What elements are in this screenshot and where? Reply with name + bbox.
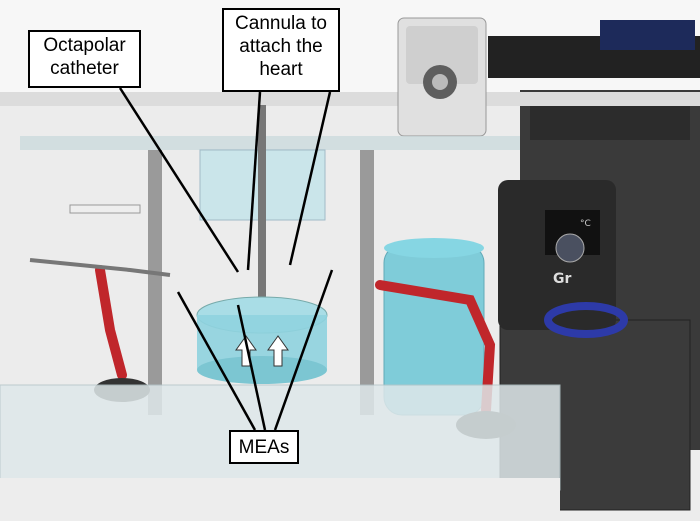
rack-top-plate: [20, 136, 520, 150]
cannula-rod: [258, 105, 266, 305]
callout-octapolar-text: Octapolar catheter: [43, 35, 126, 79]
rack-post-right: [360, 150, 374, 415]
peristaltic-pump: [397, 17, 487, 137]
rack-post-left: [148, 150, 162, 415]
callout-octapolar-catheter: Octapolar catheter: [28, 30, 141, 88]
up-arrow-right-icon: [267, 335, 289, 367]
top-shelf: [0, 92, 700, 106]
callout-meas: MEAs: [229, 430, 299, 464]
circulator-unit-label: °C: [580, 219, 591, 229]
circulator-brand-label: Gr: [553, 271, 571, 287]
up-arrow-left-icon: [235, 335, 257, 367]
syringe: [69, 204, 141, 214]
callout-meas-text: MEAs: [238, 437, 290, 458]
callout-pointers: [118, 87, 334, 431]
callout-cannula-text: Cannula to attach the heart: [235, 13, 327, 80]
callout-cannula: Cannula to attach the heart: [222, 8, 340, 92]
